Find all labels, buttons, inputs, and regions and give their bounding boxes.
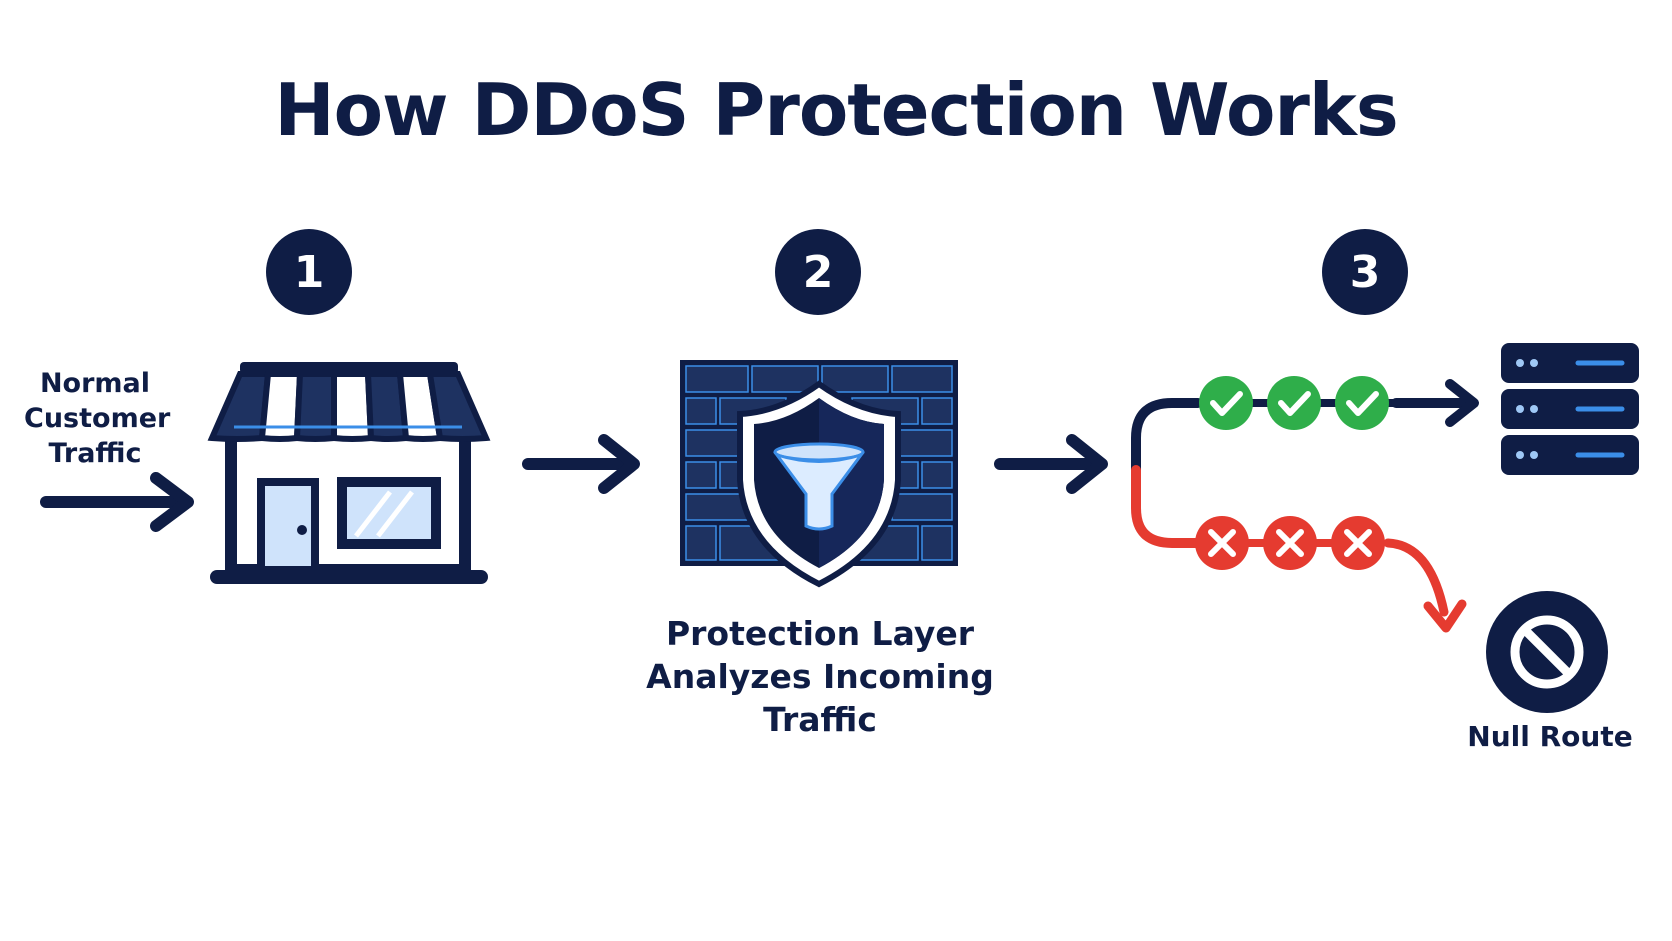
x-circle-icon <box>1195 516 1249 570</box>
check-circle-icon <box>1199 376 1253 430</box>
check-circle-icon <box>1335 376 1389 430</box>
server-rack-icon <box>1501 343 1639 475</box>
step-1-badge: 1 <box>266 229 352 315</box>
diagram-title: How DDoS Protection Works <box>274 68 1398 152</box>
check-circle-icon <box>1267 376 1321 430</box>
null-route-label: Null Route <box>1467 720 1633 753</box>
storefront-icon <box>207 362 491 584</box>
x-circle-icon <box>1331 516 1385 570</box>
x-circle-icon <box>1263 516 1317 570</box>
protection-layer-label: Protection Layer Analyzes Incoming Traff… <box>646 614 994 739</box>
step-3-badge: 3 <box>1322 229 1408 315</box>
allowed-traffic-icons <box>1199 376 1389 430</box>
traffic-arrow-icon <box>40 472 194 532</box>
blocked-arrow-icon <box>1383 538 1467 633</box>
shield-filter-icon <box>737 380 901 588</box>
normal-traffic-label: Normal Customer Traffic <box>24 368 171 469</box>
allowed-arrow-icon <box>1391 379 1479 427</box>
flow-arrow-icon <box>994 434 1108 494</box>
prohibited-icon <box>1486 591 1608 713</box>
blocked-traffic-icons <box>1195 516 1385 570</box>
flow-arrow-icon <box>522 434 640 494</box>
brick-wall-icon <box>680 360 958 566</box>
step-2-badge: 2 <box>775 229 861 315</box>
